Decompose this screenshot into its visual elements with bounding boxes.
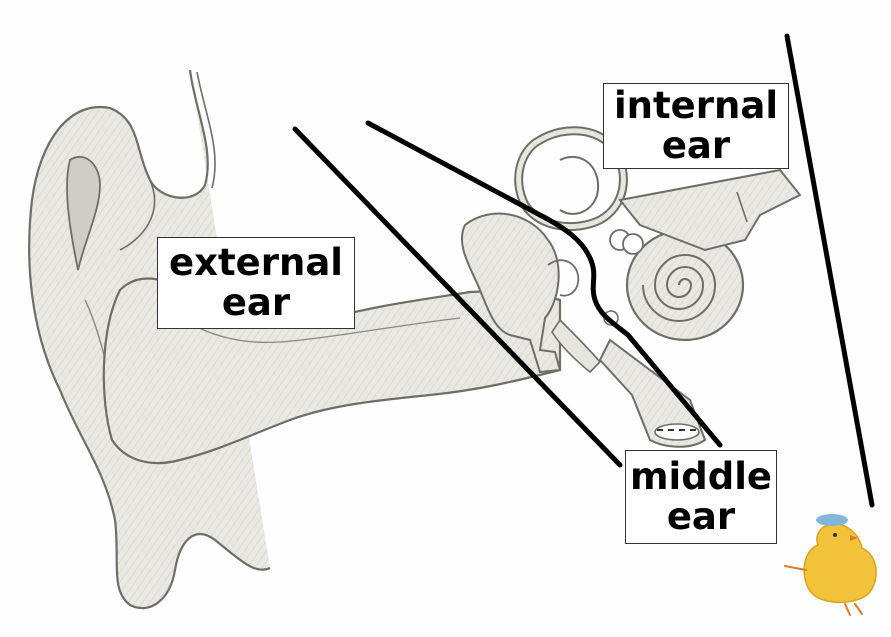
eustachian-tube (598, 338, 707, 448)
label-middle-ear-line1: middle (630, 455, 772, 498)
label-middle-ear: middle ear (625, 450, 777, 544)
chick-icon (784, 514, 877, 616)
label-middle-ear-line2: ear (666, 495, 736, 538)
ossicles (460, 212, 602, 374)
region-dividers (292, 33, 875, 508)
cochlea (625, 228, 745, 342)
auditory-nerve (618, 168, 802, 252)
label-internal-ear-line2: ear (661, 124, 731, 167)
semicircular-canals (514, 126, 628, 232)
label-external-ear-line1: external (169, 241, 343, 284)
vestibule (603, 229, 644, 326)
label-external-ear-line2: ear (221, 281, 291, 324)
label-external-ear: external ear (157, 237, 355, 329)
divider-internal-outer (784, 33, 875, 508)
divider-middle-internal (365, 120, 723, 448)
divider-external-middle (292, 126, 623, 468)
label-internal-ear: internal ear (603, 83, 789, 169)
label-internal-ear-line1: internal (613, 84, 779, 127)
